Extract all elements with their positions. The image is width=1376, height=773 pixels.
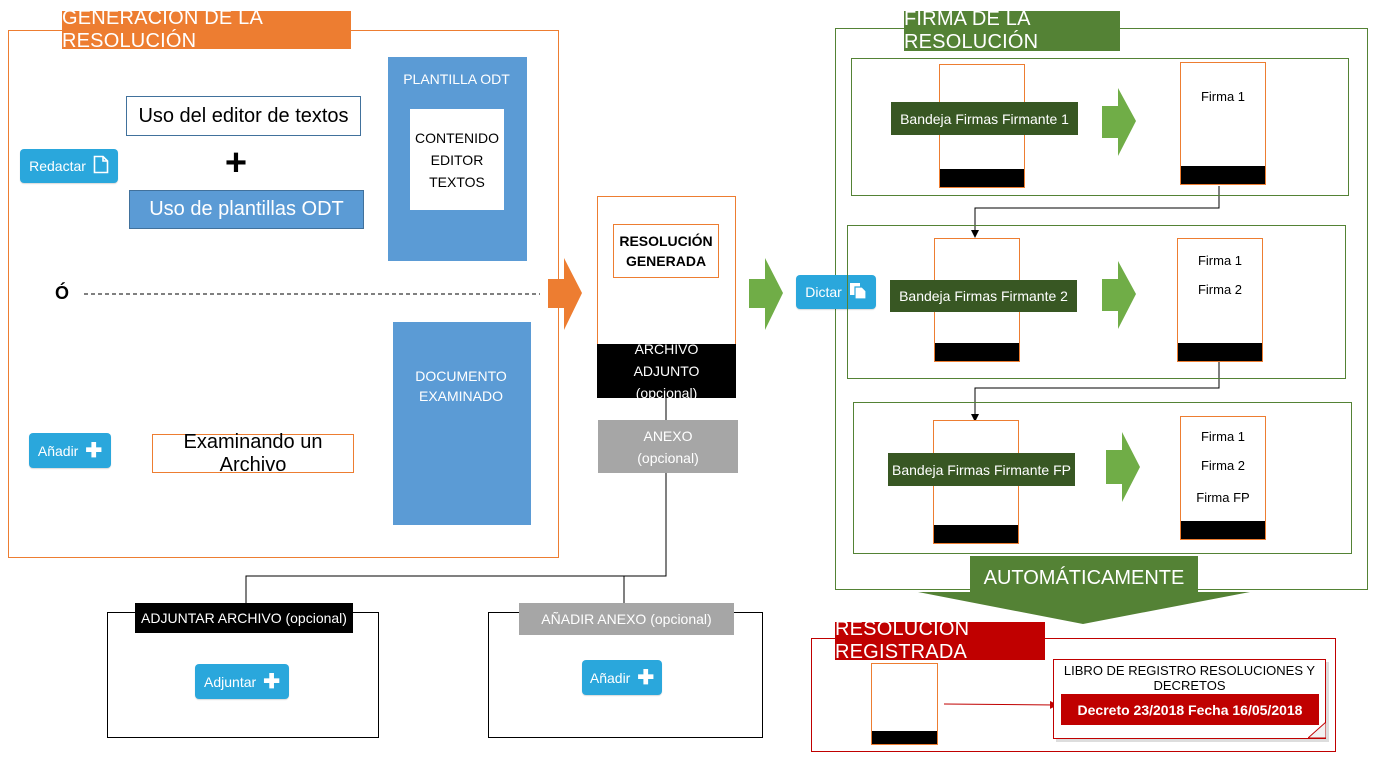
arrow-to-resolucion — [548, 258, 582, 330]
arrow-firma-1 — [1102, 88, 1136, 156]
adjuntar-button[interactable]: Adjuntar ✚ — [195, 664, 289, 699]
anadir-button-label: Añadir — [37, 442, 79, 459]
uso-editor-box: Uso del editor de textos — [126, 96, 361, 136]
resolucion-generada-label: RESOLUCIÓN GENERADA — [613, 224, 719, 278]
anadir-anexo-button-label: Añadir — [589, 669, 631, 686]
adjuntar-button-label: Adjuntar — [204, 673, 257, 690]
firma-text: Firma 2 — [1197, 282, 1243, 297]
plus-icon: + — [224, 142, 248, 184]
plantilla-odt-label: PLANTILLA ODT — [403, 71, 510, 87]
firma-signed-doc-1: Firma 1 — [1180, 62, 1266, 185]
registrada-doc — [871, 663, 938, 745]
firma-signed-doc-3: Firma 1 Firma 2 Firma FP — [1180, 416, 1266, 540]
firma-text: Firma FP — [1196, 490, 1250, 505]
bandeja-firmante-1: Bandeja Firmas Firmante 1 — [891, 102, 1078, 135]
firma-row-3 — [853, 402, 1352, 554]
libro-registro-label: LIBRO DE REGISTRO RESOLUCIONES Y DECRETO… — [1063, 663, 1316, 693]
documento-examinado-box: DOCUMENTO EXAMINADO — [393, 322, 531, 525]
plus-icon: ✚ — [263, 670, 280, 693]
firma-title: FIRMA DE LA RESOLUCIÓN — [904, 8, 1120, 53]
firma-text: Firma 1 — [1200, 89, 1246, 104]
generacion-title: GENERACIÓN DE LA RESOLUCIÓN — [62, 7, 351, 52]
decreto-label: Decreto 23/2018 Fecha 16/05/2018 — [1061, 694, 1319, 725]
libro-registro-box: LIBRO DE REGISTRO RESOLUCIONES Y DECRETO… — [1053, 659, 1326, 739]
redactar-button[interactable]: Redactar — [20, 149, 118, 183]
firma-signed-doc-2: Firma 1 Firma 2 — [1177, 238, 1263, 362]
registrada-frame — [811, 638, 1336, 752]
anadir-anexo-button[interactable]: Añadir ✚ — [582, 660, 662, 695]
firma-row-2 — [847, 225, 1346, 379]
examinando-box: Examinando un Archivo — [152, 431, 354, 476]
automaticamente-arrow — [918, 556, 1250, 624]
arrow-firma-2 — [1102, 261, 1136, 329]
redactar-button-label: Redactar — [29, 158, 86, 174]
bandeja-firmante-2: Bandeja Firmas Firmante 2 — [890, 280, 1077, 312]
firma-text: Firma 2 — [1200, 458, 1246, 473]
uso-plantillas-box: Uso de plantillas ODT — [129, 190, 364, 229]
anadir-button[interactable]: Añadir ✚ — [29, 433, 111, 468]
page-curl-icon — [1308, 722, 1326, 738]
plantilla-odt-box: PLANTILLA ODT CONTENIDO EDITOR TEXTOS — [388, 57, 527, 261]
plus-icon: ✚ — [637, 666, 655, 689]
plus-icon: ✚ — [85, 439, 103, 462]
firma-text: Firma 1 — [1197, 253, 1243, 268]
adjuntar-title: ADJUNTAR ARCHIVO (opcional) — [135, 603, 353, 633]
automaticamente-label: AUTOMÁTICAMENTE — [983, 566, 1185, 589]
copy-document-icon — [849, 282, 867, 303]
firma-row-1 — [851, 58, 1349, 196]
anexo-label: ANEXO (opcional) — [598, 420, 738, 473]
arrow-firma-3 — [1106, 432, 1140, 502]
anadir-anexo-title: AÑADIR ANEXO (opcional) — [519, 603, 734, 635]
document-icon — [93, 155, 109, 177]
dictar-button-label: Dictar — [805, 284, 842, 300]
firma-text: Firma 1 — [1200, 429, 1246, 444]
bandeja-firmante-fp: Bandeja Firmas Firmante FP — [888, 453, 1075, 486]
archivo-adjunto-label: ARCHIVO ADJUNTO (opcional) — [597, 341, 736, 401]
contenido-editor-box: CONTENIDO EDITOR TEXTOS — [410, 109, 504, 210]
documento-examinado-label: DOCUMENTO EXAMINADO — [415, 368, 507, 404]
o-separator: Ó — [54, 282, 69, 303]
arrow-to-firma — [749, 258, 783, 330]
dictar-button[interactable]: Dictar — [796, 275, 876, 309]
registrada-title: RESOLUCIÓN REGISTRADA — [835, 618, 1045, 663]
